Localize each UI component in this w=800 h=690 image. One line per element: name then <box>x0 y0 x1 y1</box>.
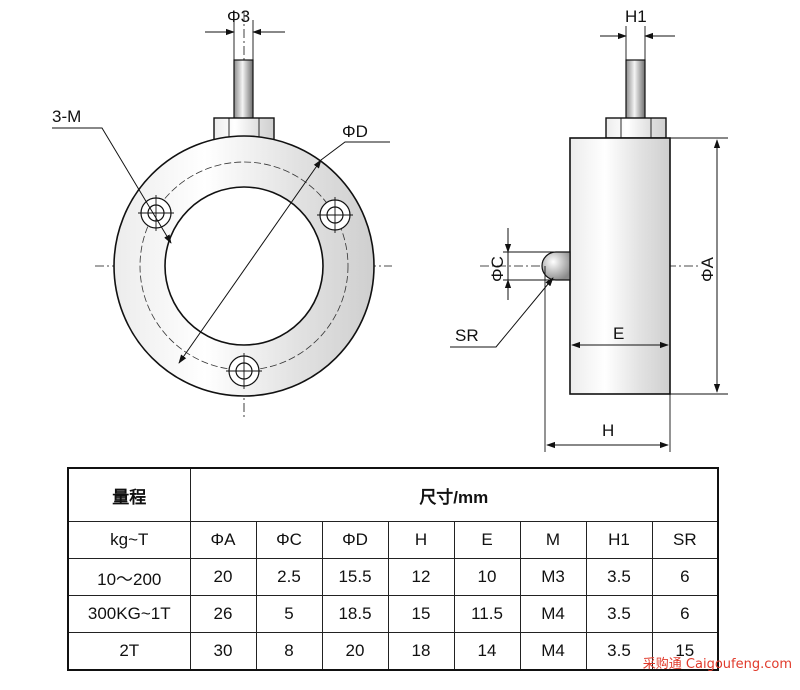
h-label: H <box>602 421 614 440</box>
dimension-header: 尺寸/mm <box>189 467 719 522</box>
column-header: H1 <box>585 521 653 559</box>
phi-d-label: ΦD <box>342 122 368 141</box>
table-cell: 6 <box>651 558 719 596</box>
side-view: H1 ΦA ΦC SR E H <box>450 7 728 452</box>
table-cell: 3.5 <box>585 595 653 633</box>
spec-table: 量程 尺寸/mm kg~T ΦA ΦC ΦD H E M H1 SR 10～20… <box>67 467 720 671</box>
table-row: 10～200 20 2.5 15.5 12 10 M3 3.5 6 <box>67 558 719 596</box>
table-cell: 18.5 <box>321 595 389 633</box>
three-m-leader <box>52 127 172 244</box>
table-header-row: 量程 尺寸/mm <box>67 467 719 522</box>
side-body <box>569 137 671 395</box>
sr-label: SR <box>455 326 479 345</box>
cable-rod <box>233 59 254 123</box>
table-cell: 20 <box>321 632 389 671</box>
phi-c-label: ΦC <box>488 256 507 282</box>
table-cell: 15.5 <box>321 558 389 596</box>
table-cell: M4 <box>519 595 587 633</box>
range-cell: 300KG~1T <box>67 595 191 633</box>
table-cell: 3.5 <box>585 632 653 671</box>
three-m-label: 3-M <box>52 107 81 126</box>
table-cell: M4 <box>519 632 587 671</box>
table-cell: M3 <box>519 558 587 596</box>
phi3-label: Φ3 <box>227 7 250 26</box>
column-header: ΦA <box>189 521 257 559</box>
h1-label: H1 <box>625 7 647 26</box>
table-cell: 15 <box>651 632 719 671</box>
sr-leader <box>450 277 554 348</box>
table-cell: 8 <box>255 632 323 671</box>
table-cell: 30 <box>189 632 257 671</box>
center-bore <box>164 186 324 346</box>
watermark-text: 采购通 Caigoufeng.com <box>642 657 792 672</box>
column-header: E <box>453 521 521 559</box>
table-cell: 12 <box>387 558 455 596</box>
table-row: 2T 30 8 20 18 14 M4 3.5 15 <box>67 632 719 671</box>
front-view: Φ3 3-M ΦD <box>52 7 392 420</box>
table-cell: 18 <box>387 632 455 671</box>
table-cell: 15 <box>387 595 455 633</box>
range-cell: 2T <box>67 632 191 671</box>
phi-a-label: ΦA <box>698 256 717 282</box>
range-header: 量程 <box>67 467 191 522</box>
table-row: 300KG~1T 26 5 18.5 15 11.5 M4 3.5 6 <box>67 595 719 633</box>
table-cell: 6 <box>651 595 719 633</box>
table-cell: 2.5 <box>255 558 323 596</box>
table-cell: 14 <box>453 632 521 671</box>
side-cable-rod <box>625 59 646 123</box>
table-cell: 3.5 <box>585 558 653 596</box>
table-cell: 20 <box>189 558 257 596</box>
table-cell: 11.5 <box>453 595 521 633</box>
side-hex-nut <box>605 117 667 139</box>
column-header: M <box>519 521 587 559</box>
phi-d-dimension-line <box>178 159 322 364</box>
unit-label: kg~T <box>67 521 191 559</box>
column-header: H <box>387 521 455 559</box>
e-label: E <box>613 324 624 343</box>
load-button <box>541 251 571 281</box>
table-cell: 26 <box>189 595 257 633</box>
column-header: ΦD <box>321 521 389 559</box>
range-cell: 10～200 <box>67 558 191 596</box>
column-header: ΦC <box>255 521 323 559</box>
table-cell: 10 <box>453 558 521 596</box>
table-cell: 5 <box>255 595 323 633</box>
technical-drawing: Φ3 3-M ΦD H1 ΦA <box>52 7 728 452</box>
table-column-row: kg~T ΦA ΦC ΦD H E M H1 SR <box>67 521 719 559</box>
column-header: SR <box>651 521 719 559</box>
